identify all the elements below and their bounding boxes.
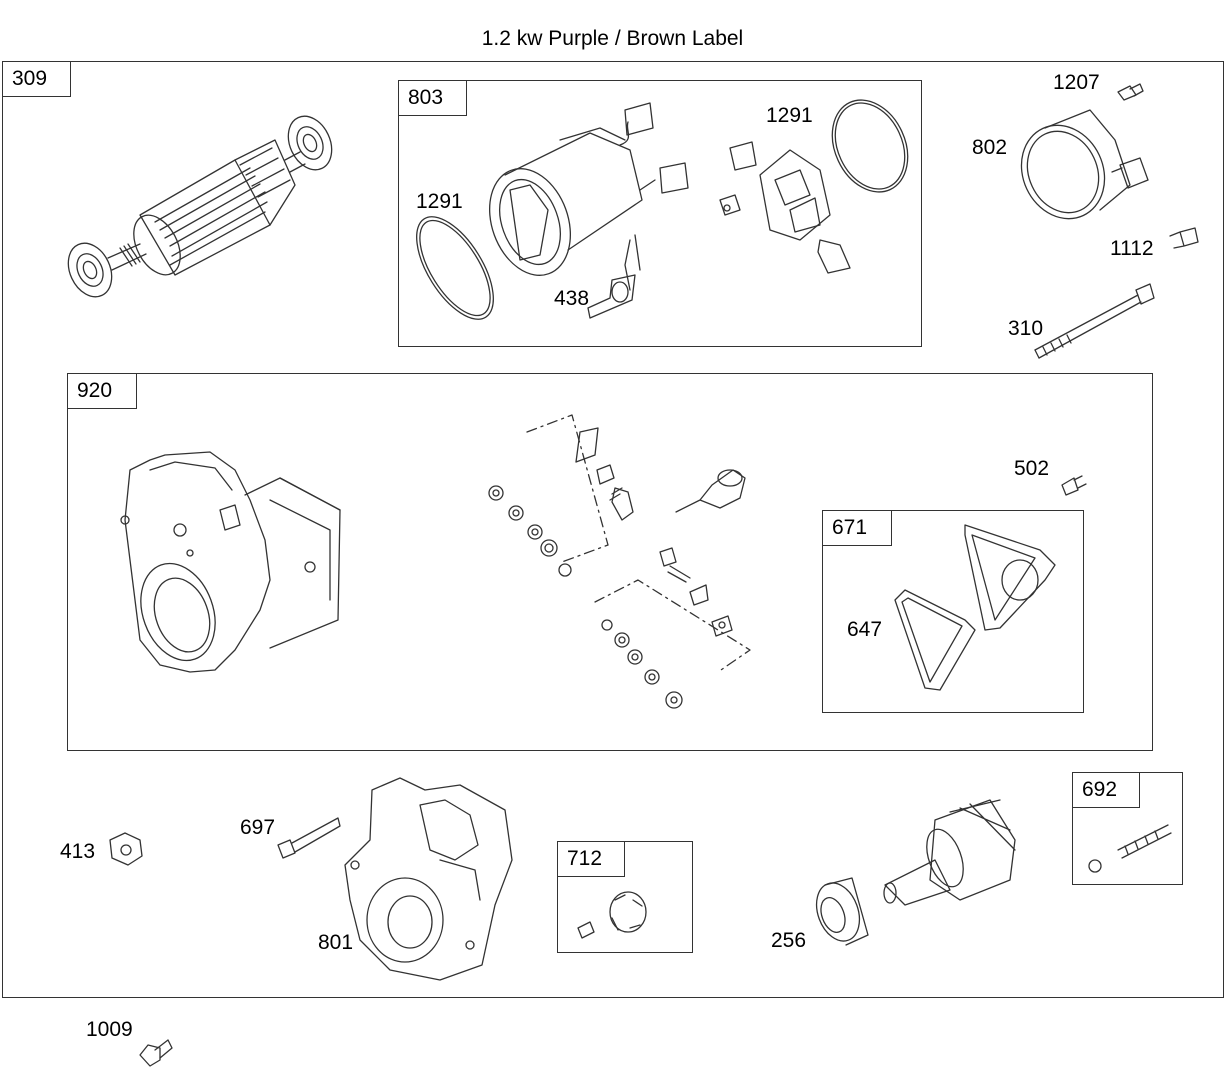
box-692: 692 [1072, 772, 1183, 885]
diagram-title: 1.2 kw Purple / Brown Label [481, 27, 744, 50]
drive-256-drawing [809, 800, 1015, 947]
part-label-438: 438 [554, 287, 590, 310]
outer-frame: 309 [2, 61, 1224, 998]
part-label-647: 647 [847, 618, 883, 641]
part-label-1291-left: 1291 [416, 190, 463, 213]
box-803: 803 [398, 80, 922, 347]
end-housing-801-drawing [345, 778, 512, 980]
part-label-310: 310 [1008, 317, 1044, 340]
pinion-kit-712-drawing [578, 892, 646, 938]
bracket-802-drawing [1006, 110, 1148, 232]
nut-413-drawing [110, 833, 142, 865]
box-920: 920 [67, 373, 1153, 751]
part-label-1207: 1207 [1053, 71, 1100, 94]
terminal-hardware-drawing [489, 415, 750, 708]
bolt-697-drawing [278, 818, 340, 858]
gasket-647-drawing [895, 525, 1055, 690]
box-671: 671 [822, 510, 1084, 713]
box-label-671: 671 [823, 511, 892, 546]
part-label-1112: 1112 [1110, 237, 1154, 260]
screw-1009-drawing [140, 1040, 172, 1066]
part-label-697: 697 [240, 816, 276, 839]
part-label-1009: 1009 [86, 1018, 133, 1041]
pin-1112-drawing [1170, 228, 1198, 248]
drive-housing-drawing [121, 452, 340, 672]
armature-drawing [60, 109, 340, 304]
screw-1207-drawing [1118, 84, 1143, 100]
part-label-801: 801 [318, 931, 354, 954]
part-label-802: 802 [972, 136, 1008, 159]
box-712: 712 [557, 841, 693, 953]
box-label-692: 692 [1073, 773, 1140, 808]
part-label-1291-right: 1291 [766, 104, 813, 127]
screw-502-drawing [1062, 476, 1086, 495]
field-coil-drawing [401, 88, 922, 332]
part-label-256: 256 [771, 929, 807, 952]
through-bolt-310-drawing [1035, 284, 1154, 358]
box-label-309: 309 [3, 62, 71, 97]
box-label-712: 712 [558, 842, 625, 877]
box-label-920: 920 [68, 374, 137, 409]
spring-kit-692-drawing [1089, 825, 1171, 872]
box-label-803: 803 [399, 81, 467, 116]
part-label-413: 413 [60, 840, 96, 863]
part-label-502: 502 [1014, 457, 1050, 480]
